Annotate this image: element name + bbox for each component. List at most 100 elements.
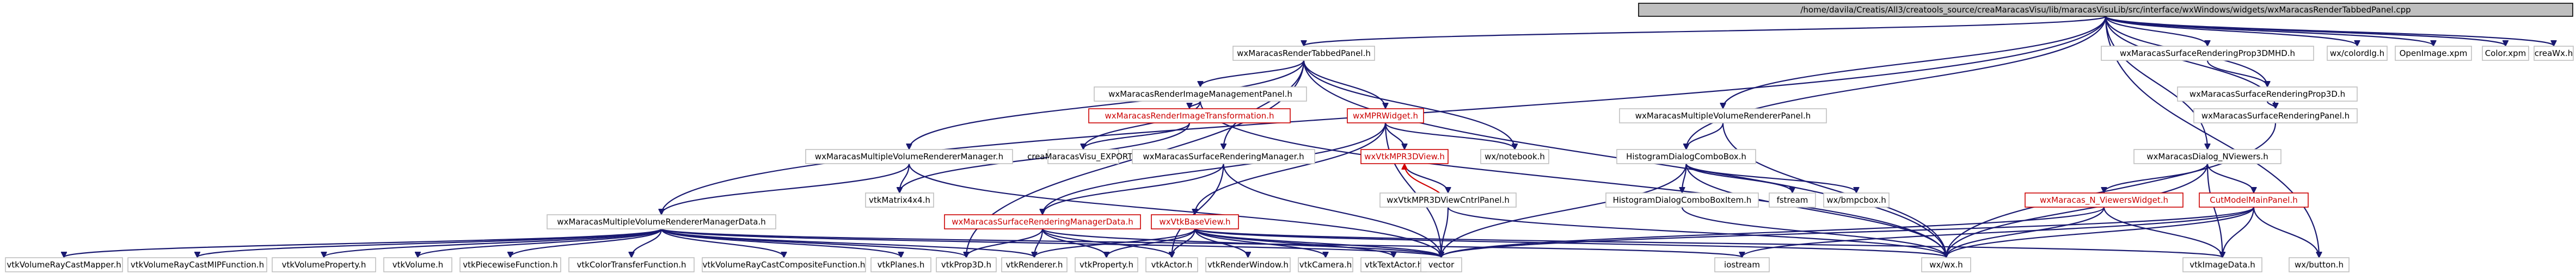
node-box xyxy=(1769,192,1816,208)
node-wxMaracasSurfaceRenderingProp3DMHD-h[interactable]: wxMaracasSurfaceRenderingProp3DMHD.h xyxy=(2101,46,2314,61)
node-box xyxy=(2101,46,2314,61)
node-wxMPRWidget-h[interactable]: wxMPRWidget.h xyxy=(1347,108,1424,123)
node-label: wxMaracasMultipleVolumeRendererManager.h xyxy=(815,152,1003,161)
edge-CutModelMainPanel_h-to-vtkImageData_h xyxy=(2223,207,2255,257)
edge-wxMaracasMultipleVolumeRendererPanel_h-to-wxWx_h xyxy=(1722,122,1946,257)
node-wxVtkMPR3DView-h[interactable]: wxVtkMPR3DView.h xyxy=(1360,149,1449,164)
node-box xyxy=(1638,3,2573,17)
node-box xyxy=(127,257,267,272)
node-label: vtkVolume.h xyxy=(392,260,444,270)
node-box xyxy=(2482,46,2529,61)
node-label: fstream xyxy=(1777,195,1808,205)
node-label: wxMaracasSurfaceRenderingProp3DMHD.h xyxy=(2120,48,2295,58)
node-label: vtkActor.h xyxy=(1151,260,1193,270)
node-box xyxy=(944,214,1141,229)
node-wxMaracasMultipleVolumeRendererPanel-h[interactable]: wxMaracasMultipleVolumeRendererPanel.h xyxy=(1619,108,1827,123)
node-box xyxy=(1151,214,1239,229)
edge-wxMaracasMultipleVolumeRendererManager_h-to-vtkMatrix4x4_h xyxy=(900,163,910,192)
node-wxMaracasSurfaceRenderingPanel-h[interactable]: wxMaracasSurfaceRenderingPanel.h xyxy=(2193,108,2358,123)
node-wxVtkMPR3DViewCntrlPanel-h[interactable]: wxVtkMPR3DViewCntrlPanel.h xyxy=(1379,192,1517,208)
node-vector[interactable]: vector xyxy=(1420,257,1462,272)
node-wxMaracasRenderImageTransformation-h[interactable]: wxMaracasRenderImageTransformation.h xyxy=(1088,108,1291,123)
edge-CutModelMainPanel_h-to-wxWx_h xyxy=(1946,207,2255,257)
node-CutModelMainPanel-h[interactable]: CutModelMainPanel.h xyxy=(2199,192,2309,208)
node-box xyxy=(2193,108,2358,123)
node-vtkPiecewiseFunction-h[interactable]: vtkPiecewiseFunction.h xyxy=(459,257,561,272)
edge-wxMaracasDialog_NViewers_h-to-wxMaracas_N_ViewersWidget_h xyxy=(2104,163,2209,192)
node-vtkMatrix4x4-h[interactable]: vtkMatrix4x4.h xyxy=(865,192,934,208)
node-vtkColorTransferFunction-h[interactable]: vtkColorTransferFunction.h xyxy=(568,257,695,272)
node-vtkCamera-h[interactable]: vtkCamera.h xyxy=(1298,257,1353,272)
node-wxMaracasSurfaceRenderingManagerData-h[interactable]: wxMaracasSurfaceRenderingManagerData.h xyxy=(944,214,1141,229)
edge-CutModelMainPanel_h-to-wxButton_h xyxy=(2253,207,2319,257)
node-iostream[interactable]: iostream xyxy=(1714,257,1770,272)
node-vtkVolumeRayCastMIPFunction-h[interactable]: vtkVolumeRayCastMIPFunction.h xyxy=(127,257,267,272)
node-box xyxy=(2133,149,2281,164)
node-box xyxy=(1047,149,1119,164)
node-vtkVolume-h[interactable]: vtkVolume.h xyxy=(383,257,452,272)
node-vtkRenderWindow-h[interactable]: vtkRenderWindow.h xyxy=(1205,257,1291,272)
node-box xyxy=(1616,149,1756,164)
edge-wxMaracas_N_ViewersWidget_h-to-vtkImageData_h xyxy=(2103,207,2223,257)
node-box xyxy=(2395,46,2472,61)
node-box xyxy=(5,257,123,272)
node-box xyxy=(2289,257,2350,272)
node-creaWx-h[interactable]: creaWx.h xyxy=(2534,46,2574,61)
node-wxMaracasSurfaceRenderingProp3D-h[interactable]: wxMaracasSurfaceRenderingProp3D.h xyxy=(2177,86,2358,102)
node-wxWx-h[interactable]: wx/wx.h xyxy=(1921,257,1971,272)
node-vtkVolumeRayCastMapper-h[interactable]: vtkVolumeRayCastMapper.h xyxy=(5,257,123,272)
node-label: vtkProp3D.h xyxy=(941,260,991,270)
node-wxBmpcbox-h[interactable]: wx/bmpcbox.h xyxy=(1823,192,1890,208)
node-box xyxy=(1347,108,1424,123)
edge-root-to-wxMaracasDialog_NViewers_h xyxy=(2105,16,2207,149)
node-wxButton-h[interactable]: wx/button.h xyxy=(2289,257,2350,272)
node-wxMaracasRenderImageManagementPanel-h[interactable]: wxMaracasRenderImageManagementPanel.h xyxy=(1094,86,1307,102)
node-label: vtkRenderer.h xyxy=(1006,260,1063,270)
node-label: wx/wx.h xyxy=(1929,260,1963,270)
node-box xyxy=(1480,149,1549,164)
node-vtkImageData-h[interactable]: vtkImageData.h xyxy=(2182,257,2262,272)
edge-wxMPRWidget_h-to-wxMaracasSurfaceRenderingManagerData_h xyxy=(1042,122,1387,214)
node-HistogramDialogComboBoxItem-h[interactable]: HistogramDialogComboBoxItem.h xyxy=(1605,192,1759,208)
node-label: iostream xyxy=(1724,260,1760,270)
node-vtkRenderer-h[interactable]: vtkRenderer.h xyxy=(1001,257,1068,272)
node-wxMaracasDialog-NViewers-h[interactable]: wxMaracasDialog_NViewers.h xyxy=(2133,149,2281,164)
node-wxMaracasMultipleVolumeRendererManagerData-h[interactable]: wxMaracasMultipleVolumeRendererManagerDa… xyxy=(547,214,776,229)
node-wxMaracasMultipleVolumeRendererManager-h[interactable]: wxMaracasMultipleVolumeRendererManager.h xyxy=(805,149,1013,164)
edge-wxMaracasSurfaceRenderingProp3D_h-to-wxMaracasSurfaceRenderingPanel_h xyxy=(2266,101,2276,108)
node-box xyxy=(272,257,376,272)
node-label: vtkRenderWindow.h xyxy=(1207,260,1289,270)
node-label: vtkCamera.h xyxy=(1299,260,1352,270)
node-vtkVolumeRayCastCompositeFunction-h[interactable]: vtkVolumeRayCastCompositeFunction.h xyxy=(702,257,866,272)
node-label: vtkPlanes.h xyxy=(878,260,925,270)
node-box xyxy=(568,257,695,272)
node-vtkProp3D-h[interactable]: vtkProp3D.h xyxy=(936,257,997,272)
node-HistogramDialogComboBox-h[interactable]: HistogramDialogComboBox.h xyxy=(1616,149,1756,164)
node-label: wxVtkBaseView.h xyxy=(1160,217,1231,227)
node-label: wx/colordlg.h xyxy=(2330,48,2384,58)
node-label: wxMPRWidget.h xyxy=(1353,111,1418,121)
edge-wxMaracasDialog_NViewers_h-to-vtkImageData_h xyxy=(2206,163,2223,257)
node-box xyxy=(1420,257,1462,272)
node-fstream[interactable]: fstream xyxy=(1769,192,1816,208)
node-root[interactable]: /home/davila/Creatis/All3/creatools_sour… xyxy=(1638,3,2573,17)
node-wxNotebook-h[interactable]: wx/notebook.h xyxy=(1480,149,1549,164)
node-creaMaracasVisu-EXPORT-h[interactable]: creaMaracasVisu_EXPORT.h xyxy=(1027,149,1139,164)
node-OpenImage-xpm[interactable]: OpenImage.xpm xyxy=(2395,46,2472,61)
node-vtkPlanes-h[interactable]: vtkPlanes.h xyxy=(870,257,931,272)
node-vtkVolumeProperty-h[interactable]: vtkVolumeProperty.h xyxy=(272,257,376,272)
node-wxMaracasSurfaceRenderingManager-h[interactable]: wxMaracasSurfaceRenderingManager.h xyxy=(1132,149,1315,164)
node-Color-xpm[interactable]: Color.xpm xyxy=(2482,46,2529,61)
node-wxColorDlg-h[interactable]: wx/colordlg.h xyxy=(2327,46,2388,61)
edge-wxVtkBaseView_h-to-vtkActor_h xyxy=(1172,228,1196,257)
node-vtkActor-h[interactable]: vtkActor.h xyxy=(1145,257,1198,272)
node-label: Color.xpm xyxy=(2485,48,2526,58)
node-vtkTextActor-h[interactable]: vtkTextActor.h xyxy=(1360,257,1427,272)
node-wxVtkBaseView-h[interactable]: wxVtkBaseView.h xyxy=(1151,214,1239,229)
edge-CutModelMainPanel_h-to-iostream xyxy=(1742,207,2255,257)
edge-wxMaracasMultipleVolumeRendererManagerData_h-to-vtkVolumeRayCastMIPFunction_h xyxy=(198,228,663,257)
node-vtkProperty-h[interactable]: vtkProperty.h xyxy=(1075,257,1138,272)
node-wxMaracasRenderTabbedPanel-h[interactable]: wxMaracasRenderTabbedPanel.h xyxy=(1232,46,1375,61)
node-wxMaracas-N-ViewersWidget-h[interactable]: wxMaracas_N_ViewersWidget.h xyxy=(2025,192,2184,208)
